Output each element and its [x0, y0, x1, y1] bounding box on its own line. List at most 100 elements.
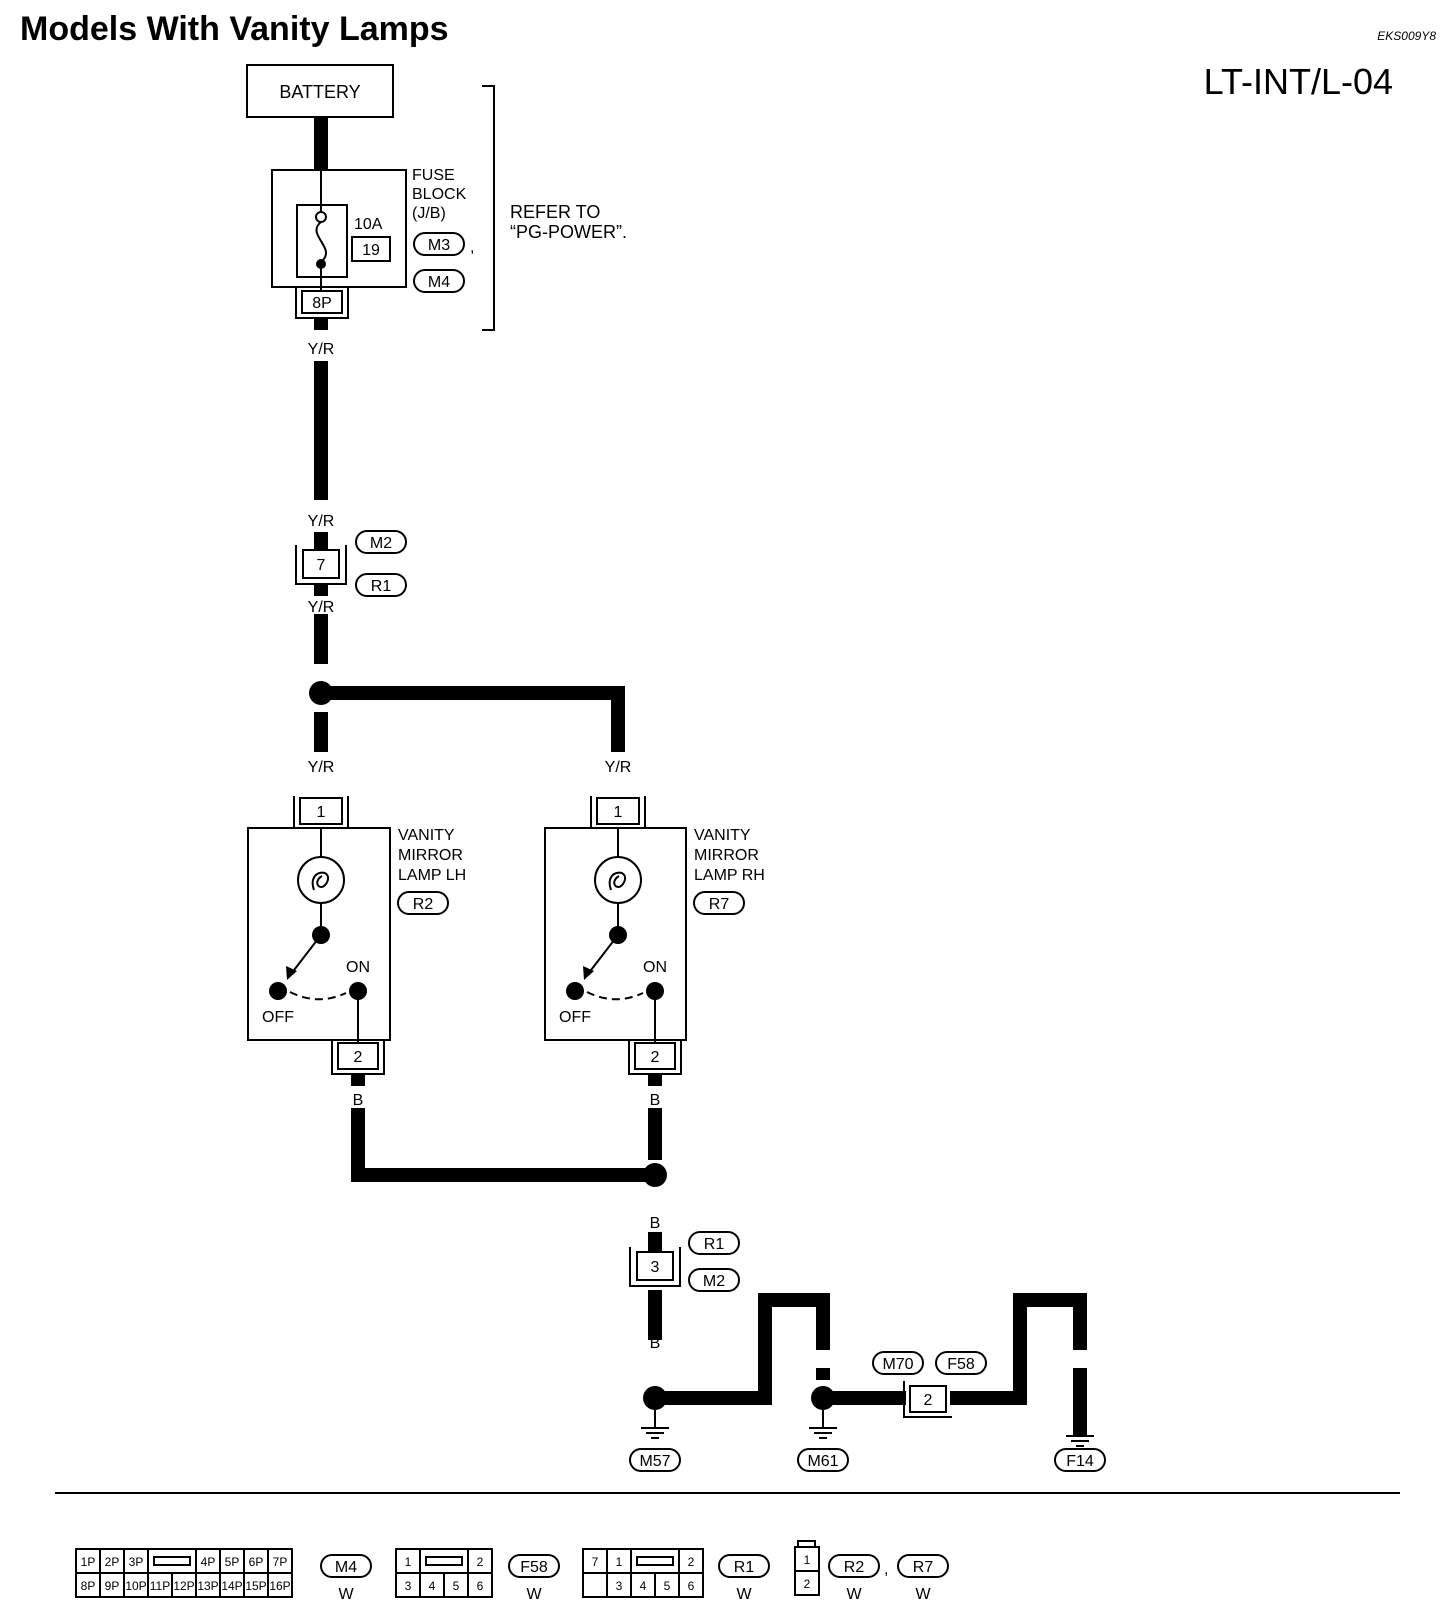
lamp-rh-name-3: LAMP RH	[694, 867, 765, 884]
r2-key-tab	[797, 1540, 816, 1547]
wire-color-yr-1: Y/R	[308, 341, 335, 358]
lamp-rh-name-2: MIRROR	[694, 847, 759, 864]
ground-m57-badge	[629, 1448, 681, 1472]
wire-color-b-rh: B	[650, 1092, 661, 1109]
junction-lower-bracket	[629, 1247, 681, 1287]
legend-r2-r7-separator: ,	[884, 1561, 888, 1578]
m4-pin: 16P	[269, 1579, 290, 1593]
f58-cell	[467, 1572, 493, 1598]
lamp-lh-off-label: OFF	[262, 1009, 294, 1026]
r2-cell	[794, 1570, 820, 1596]
inline-m70: M70	[882, 1356, 913, 1373]
r2-pin: 1	[804, 1553, 811, 1567]
junction-upper-r1: R1	[371, 578, 392, 595]
wire-color-b-lh: B	[353, 1092, 364, 1109]
lamp-rh-switch-arrow-icon	[583, 966, 594, 980]
wiring	[314, 117, 1087, 1436]
legend-m4-id: M4	[335, 1559, 357, 1576]
legend-r1-id: R1	[734, 1559, 755, 1576]
fuse-number: 19	[362, 242, 380, 259]
refer-bracket	[482, 85, 495, 331]
ground-m57: M57	[629, 1386, 681, 1472]
junction-lower-m2-badge	[688, 1268, 740, 1292]
m4-pin: 2P	[105, 1555, 120, 1569]
lamp-lh-connector-badge	[397, 891, 449, 915]
r1-cell	[678, 1548, 704, 1574]
lamp-lh-filament	[311, 871, 329, 891]
m4-pin: 13P	[197, 1579, 218, 1593]
m4-cell	[267, 1572, 293, 1598]
legend-m4-badge	[320, 1554, 372, 1578]
f58-pin: 1	[405, 1555, 412, 1569]
m4-pin: 15P	[245, 1579, 266, 1593]
ground-f14: F14	[1054, 1435, 1106, 1472]
junction-lower-r1-badge	[688, 1231, 740, 1255]
junction-upper-r1-badge	[355, 573, 407, 597]
inline-connector-pin: 2	[924, 1392, 933, 1409]
lamp-rh-switch-travel	[586, 991, 644, 1001]
m4-pin: 12P	[173, 1579, 194, 1593]
wire-b-ground-link	[655, 1293, 830, 1405]
lamp-rh-on-label: ON	[643, 959, 667, 976]
f58-pin: 3	[405, 1579, 412, 1593]
fuse-block-line-3: (J/B)	[412, 205, 446, 222]
junction-lower-pin: 3	[651, 1259, 660, 1276]
r1-pin: 1	[616, 1555, 623, 1569]
legend-r2-badge	[828, 1554, 880, 1578]
splice-b	[643, 1163, 667, 1187]
lamp-lh-pin-top-box	[299, 797, 343, 825]
lamp-rh-off-contact	[566, 982, 584, 1000]
wire-color-b-3: B	[650, 1215, 661, 1232]
refer-to-note: REFER TO “PG-POWER”.	[482, 85, 627, 331]
vanity-lamp-lh: 1 ON OFF 2 VANITY MIRROR LAMP LH R2	[247, 796, 466, 1086]
r1-pin: 6	[688, 1579, 695, 1593]
wire-color-b-5: B	[760, 1335, 771, 1352]
diagram-code: LT-INT/L-04	[1204, 61, 1393, 102]
legend-r1-badge	[718, 1554, 770, 1578]
battery-box	[246, 64, 394, 118]
junction-lower-m2: M2	[703, 1273, 725, 1290]
page-title: Models With Vanity Lamps	[20, 10, 449, 48]
r1-pin: 4	[640, 1579, 647, 1593]
fuse-number-box	[351, 236, 391, 262]
splice-yr	[309, 681, 333, 705]
m4-pin: 4P	[201, 1555, 216, 1569]
f58-pin: 4	[429, 1579, 436, 1593]
wire-color-b-7: B	[1015, 1335, 1026, 1352]
legend-f58: 1 2 3 4 5 6 F58 W	[395, 1548, 560, 1603]
fuse-block: 10A 19 8P	[271, 169, 407, 330]
r1-pin: 5	[664, 1579, 671, 1593]
legend-r2-color: W	[846, 1586, 862, 1603]
ground-f14-label: F14	[1066, 1453, 1094, 1470]
lamp-rh-off-label: OFF	[559, 1009, 591, 1026]
m4-cell	[171, 1572, 197, 1598]
m4-pin: 14P	[221, 1579, 242, 1593]
m4-pin: 11P	[150, 1579, 170, 1593]
m4-pin: 5P	[225, 1555, 240, 1569]
r1-cell	[678, 1572, 704, 1598]
lamp-rh-pin-top: 1	[614, 804, 623, 821]
wire-b-to-f14	[950, 1293, 1087, 1405]
f58-pin: 2	[477, 1555, 484, 1569]
m4-pin: 1P	[81, 1555, 96, 1569]
wire-color-yr-lh: Y/R	[308, 759, 335, 776]
f58-pin: 6	[477, 1579, 484, 1593]
junction-upper-m2: M2	[370, 535, 392, 552]
junction-upper-pin: 7	[317, 557, 326, 574]
legend-r1: 7 1 2 3 4 5 6 R1 W	[582, 1548, 770, 1603]
ground-m61-badge	[797, 1448, 849, 1472]
junction-upper-m2-badge	[355, 530, 407, 554]
ground-m61-label: M61	[807, 1453, 838, 1470]
lamp-rh-pin-top-box	[596, 797, 640, 825]
inline-connector-box	[909, 1385, 947, 1413]
legend-f58-id: F58	[520, 1559, 548, 1576]
m4-pin: 8P	[81, 1579, 96, 1593]
lamp-rh-switch-arm	[587, 934, 619, 975]
fuse-rating: 10A	[354, 216, 383, 233]
r1-lock-tab	[636, 1556, 674, 1566]
lamp-lh-name-3: LAMP LH	[398, 867, 466, 884]
jb-connector-m4-badge	[413, 269, 465, 293]
ground-f14-badge	[1054, 1448, 1106, 1472]
lamp-lh-pin-top-bracket	[293, 796, 349, 828]
